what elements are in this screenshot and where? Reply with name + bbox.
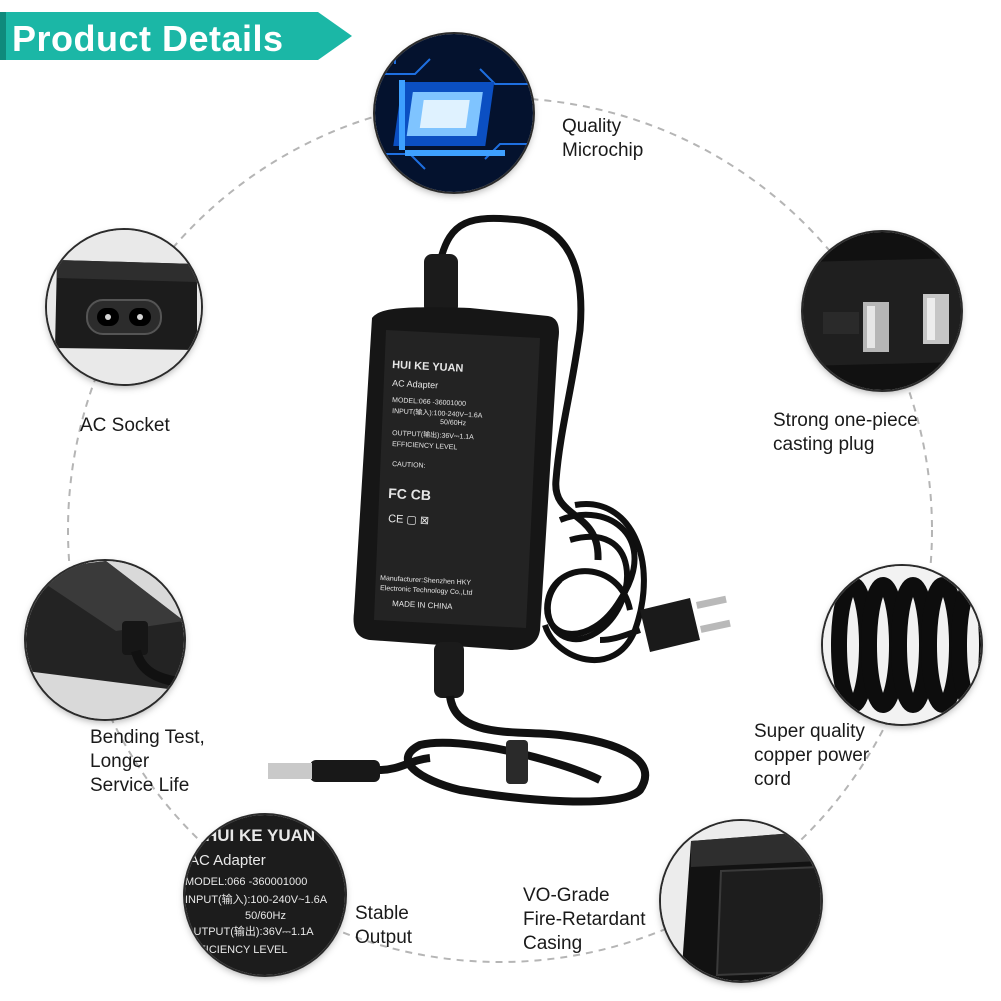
- svg-text:CE ▢ ⊠: CE ▢ ⊠: [388, 513, 430, 527]
- adapter-brand: HUI KE YUAN: [392, 359, 464, 375]
- adapter-made-in: MADE IN CHINA: [392, 599, 454, 611]
- zoom-model: MODEL:066 -360001000: [185, 876, 307, 888]
- plug-bubble: [803, 232, 961, 390]
- stable-output-label: Stable Output: [355, 903, 413, 948]
- bending-test-bubble: [26, 561, 184, 719]
- zoom-input: INPUT(输入):100-240V~1.6A: [185, 892, 328, 906]
- stable-output-bubble: HUI KE YUAN AC Adapter MODEL:066 -360001…: [185, 815, 345, 975]
- adapter-manufacturer2: Electronic Technology Co.,Ltd: [380, 585, 473, 597]
- ac-socket-bubble: [47, 230, 201, 384]
- zoom-output: OUTPUT(输出):36V⎓1.1A: [185, 924, 314, 938]
- power-adapter-image: HUI KE YUAN AC Adapter MODEL:066 -360010…: [268, 214, 731, 806]
- svg-text:FC CB: FC CB: [388, 485, 432, 503]
- microchip-label: Quality Microchip: [562, 116, 644, 161]
- adapter-caution: CAUTION:: [392, 461, 426, 470]
- adapter-manufacturer: Manufacturer:Shenzhen HKY: [380, 575, 472, 587]
- zoom-efficiency: EFFICIENCY LEVEL: [185, 944, 288, 956]
- casing-label: VO-Grade Fire-Retardant Casing: [523, 885, 646, 954]
- bending-test-label: Bending Test, Longer Service Life: [90, 727, 205, 796]
- adapter-type: AC Adapter: [392, 378, 438, 390]
- banner-title: Product Details: [12, 18, 284, 59]
- adapter-model: MODEL:066 -36001000: [392, 397, 466, 408]
- plug-label: Strong one-piece casting plug: [773, 410, 918, 455]
- zoom-brand: HUI KE YUAN: [205, 826, 315, 845]
- adapter-efficiency: EFFICIENCY LEVEL: [392, 441, 458, 451]
- microchip-bubble: [375, 34, 533, 192]
- copper-cord-bubble: [823, 566, 981, 724]
- ac-socket-label: AC Socket: [80, 415, 170, 436]
- product-details-banner: Product Details: [0, 12, 352, 60]
- adapter-freq: 50/60Hz: [440, 419, 467, 427]
- zoom-freq: 50/60Hz: [245, 910, 286, 922]
- casing-bubble: [661, 821, 821, 981]
- zoom-type: AC Adapter: [189, 852, 266, 869]
- copper-cord-label: Super quality copper power cord: [754, 721, 870, 790]
